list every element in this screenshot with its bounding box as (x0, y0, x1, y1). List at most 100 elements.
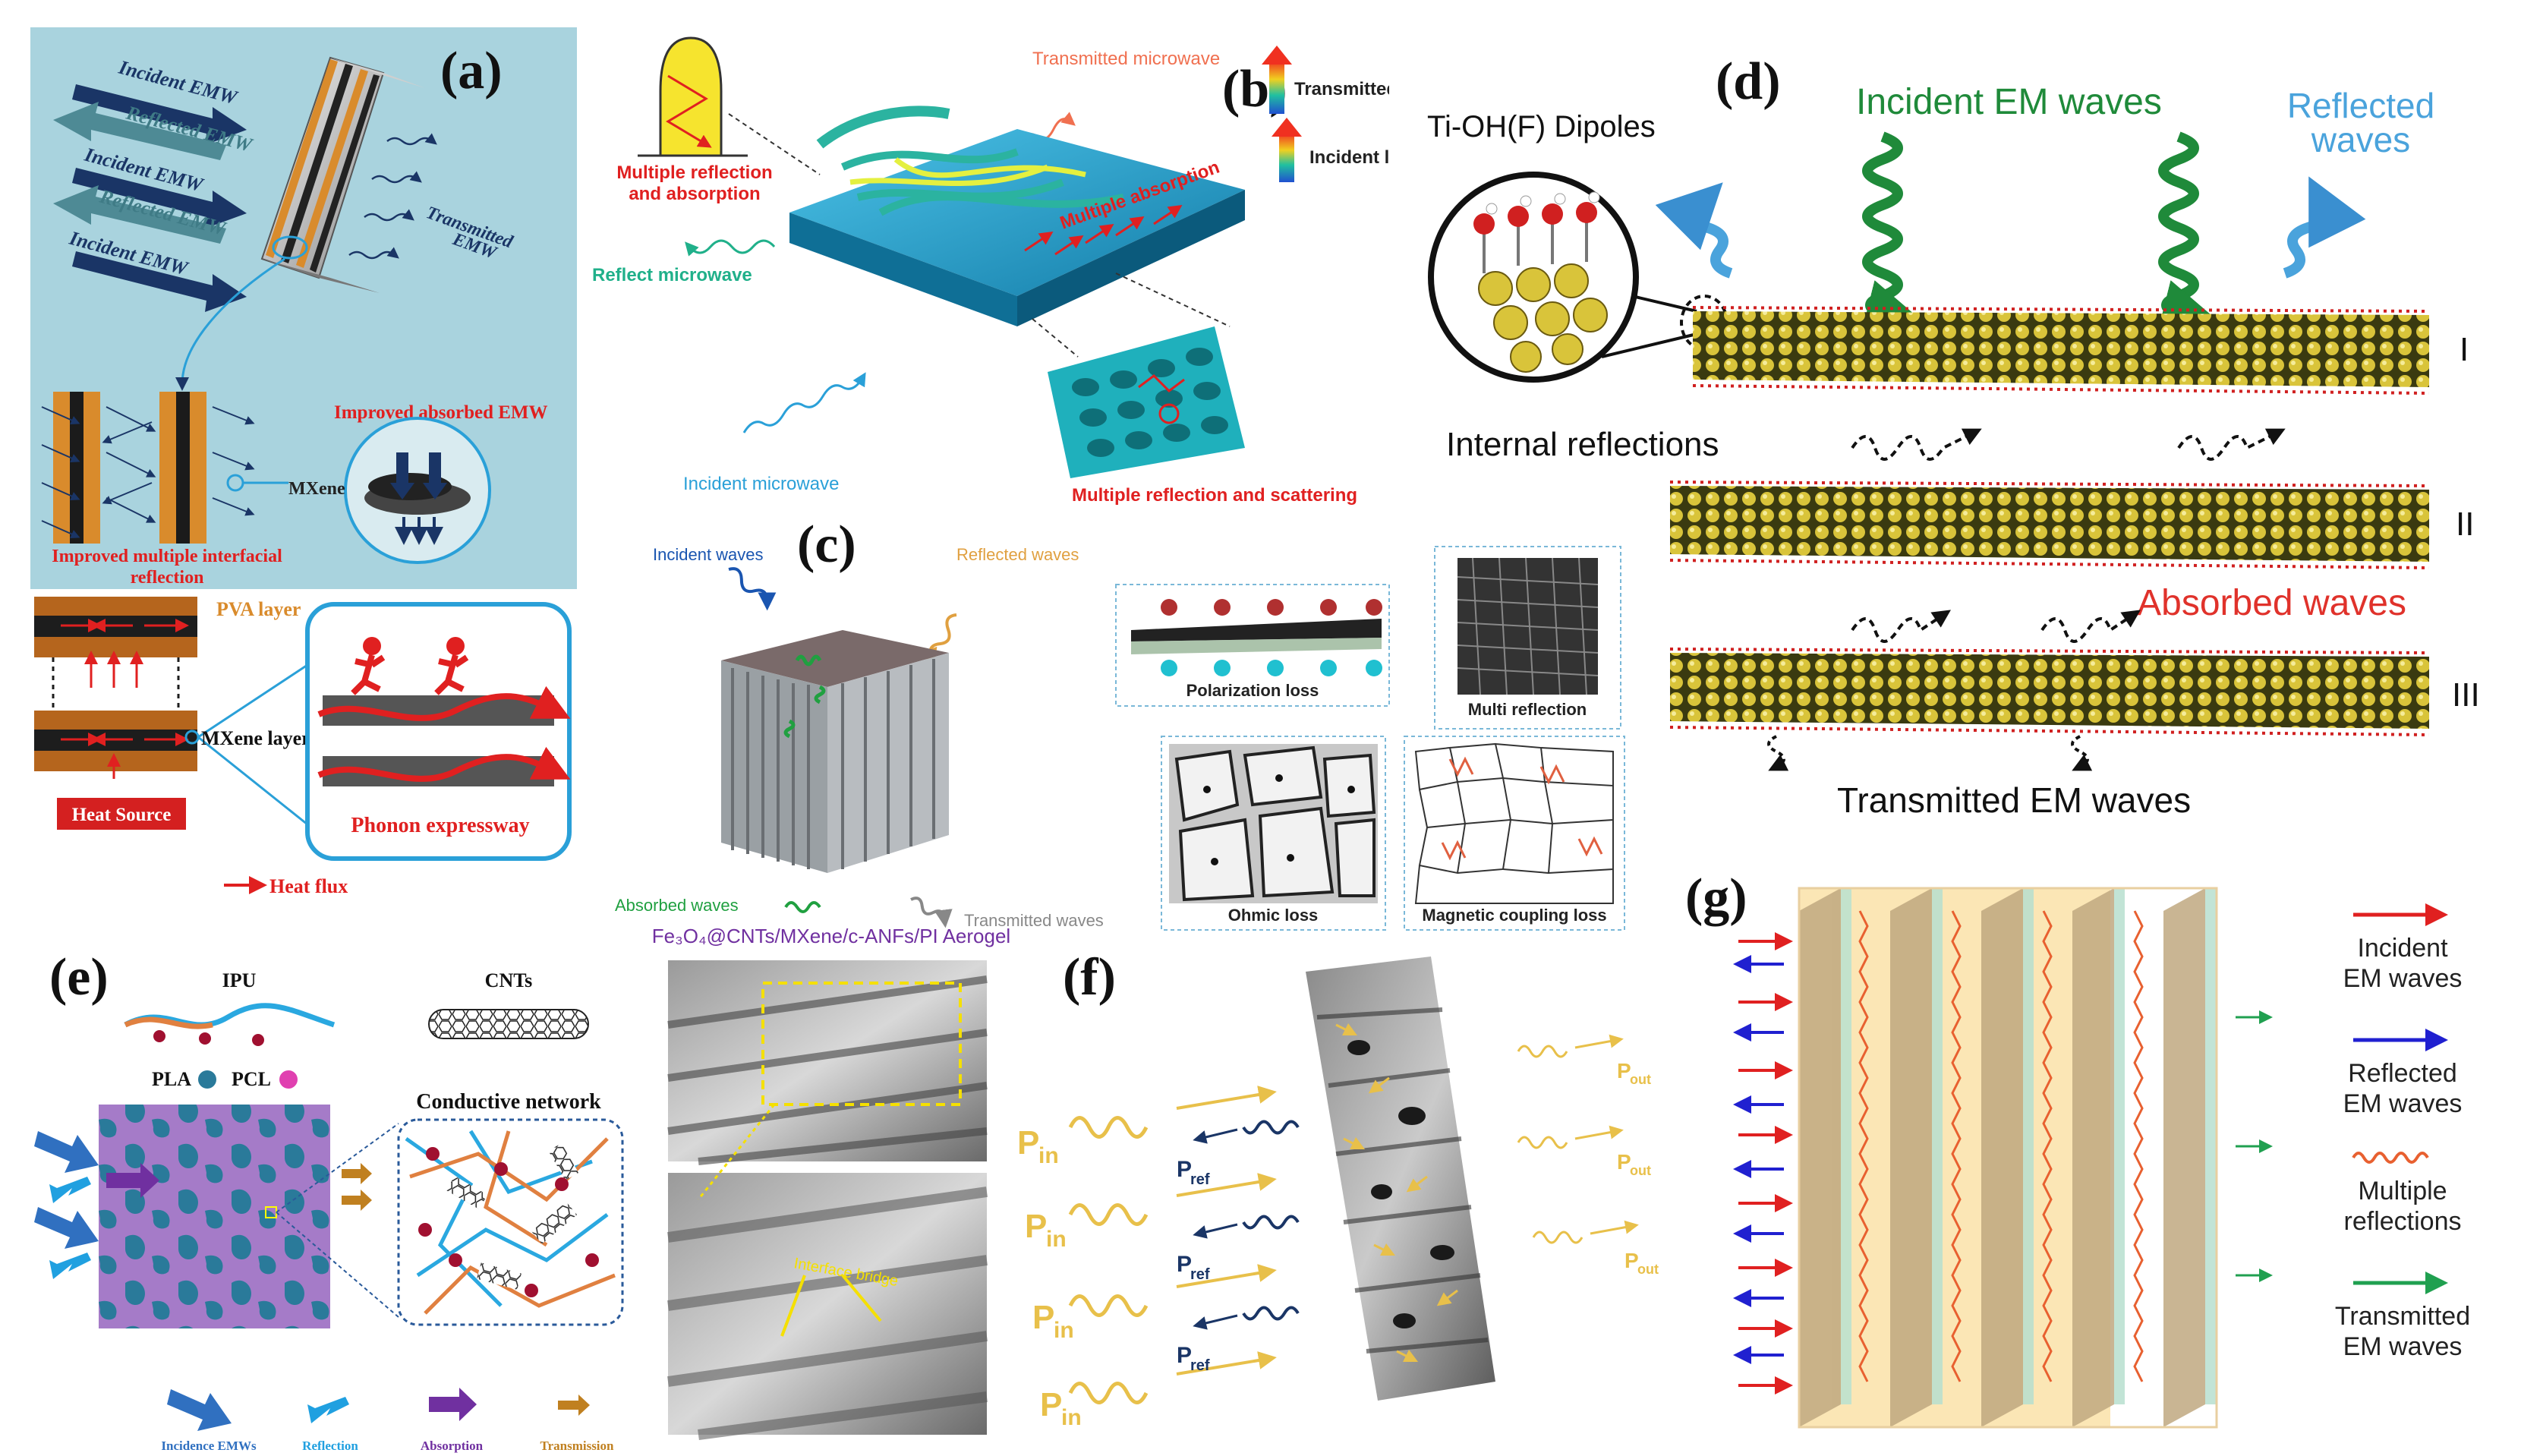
p-ref-3: P (1177, 1343, 1192, 1368)
incoming-power-waves (1068, 1086, 1277, 1404)
blend-morphology (99, 1105, 330, 1328)
sem-images (667, 960, 988, 1440)
panel-b-figure: (b) Multiple reflection and absorption T… (592, 36, 1389, 506)
multiple-scattering-label: Multiple reflection and scattering (1072, 485, 1357, 506)
thermal-layers (34, 597, 308, 830)
polarization-box (1115, 584, 1390, 707)
p-out-2-sub: out (1630, 1163, 1651, 1178)
panel-c: (c) Incident waves Reflected waves Absor… (592, 516, 1655, 941)
legend-multiple-2: reflections (2344, 1207, 2462, 1236)
pcl-label: PCL (232, 1068, 271, 1090)
panel-g-figure: (g) (1685, 868, 2470, 1429)
incident-waves-label: Incident waves (653, 545, 764, 564)
heat-flux-label: Heat flux (269, 875, 348, 897)
legend-transmitted-1: Transmitted (2335, 1302, 2470, 1331)
legend-transmission: Transmission (540, 1439, 615, 1453)
dipoles-label: Ti-OH(F) Dipoles (1427, 110, 1656, 143)
multiple-reflection-zigzags (1858, 910, 2144, 1382)
p-in-1: P (1017, 1124, 1039, 1161)
reflect-microwave-wave (685, 239, 776, 257)
p-in-2: P (1025, 1208, 1047, 1245)
legend-reflected-2: EM waves (2343, 1089, 2463, 1118)
transmitted-light-bar (1269, 61, 1284, 114)
panel-g: (g) (1685, 843, 2513, 1442)
incident-wave-2 (2155, 131, 2225, 342)
p-in-2-sub: in (1046, 1227, 1067, 1252)
mxene-layer-label: MXene layer (201, 727, 310, 749)
p-in-1-sub: in (1038, 1143, 1059, 1168)
pla-label: PLA (152, 1068, 191, 1090)
p-ref-1-sub: ref (1190, 1171, 1210, 1188)
aerogel-cube (721, 630, 949, 873)
transmitted-microwave-label: Transmitted microwave (1032, 49, 1220, 69)
p-out-2: P (1617, 1150, 1631, 1174)
absorbed-waves-label: Absorbed waves (615, 896, 739, 915)
panel-b: (b) Multiple reflection and absorption T… (592, 23, 1389, 516)
mxene-zoom (344, 417, 491, 564)
zoom-curve (175, 257, 285, 391)
p-out-1-sub: out (1630, 1072, 1651, 1087)
mxene-layer-1 (1692, 306, 2430, 395)
transmitted-em-waves-label: Transmitted EM waves (1837, 780, 2191, 820)
p-out-3: P (1624, 1249, 1639, 1272)
improved-absorbed-label: Improved absorbed EMW (334, 402, 548, 423)
layer-label-2: II (2456, 506, 2474, 543)
multiple-reflection-label: Multiple reflection (616, 162, 772, 183)
legend-absorption: Absorption (421, 1439, 484, 1453)
incident-wave-1 (1859, 131, 1929, 342)
legend-incident-2: EM waves (2343, 964, 2463, 993)
pcl-dot (279, 1070, 298, 1089)
layered-slab (260, 56, 425, 293)
ohmic-box (1161, 736, 1386, 931)
ohmic-loss-label: Ohmic loss (1228, 906, 1319, 925)
sem-strip (1306, 956, 1495, 1401)
ipu-chain (124, 1003, 336, 1028)
cnts-label: CNTs (485, 969, 533, 991)
multi-reflection-box (1434, 546, 1621, 730)
panel-f-label: (f) (1063, 948, 1116, 1007)
incident-light-label: Incident light (1309, 147, 1389, 168)
blue-slab (789, 106, 1245, 326)
pla-dot (198, 1070, 216, 1089)
reflected-waves-label-d: Reflected (2287, 86, 2434, 125)
p-out-1: P (1617, 1059, 1631, 1083)
mxene-layer-3 (1669, 648, 2430, 736)
magnetic-loss-label: Magnetic coupling loss (1422, 906, 1606, 925)
legend-transmitted-2: EM waves (2343, 1332, 2463, 1361)
pva-layer-label: PVA layer (216, 598, 301, 620)
legend-incident-1: Incident (2357, 934, 2448, 963)
legend-reflection: Reflection (302, 1439, 358, 1453)
honeycomb-inset (1032, 273, 1245, 478)
p-ref-3-sub: ref (1190, 1357, 1210, 1374)
panel-a-label: (a) (440, 42, 503, 100)
panel-c-figure: (c) Incident waves Reflected waves Absor… (615, 516, 1625, 931)
phonon-expressway-label: Phonon expressway (351, 814, 529, 837)
panel-d-figure: (d) Ti-OH(F) Dipoles Incident EM waves R… (1427, 52, 2480, 820)
p-ref-2-sub: ref (1190, 1266, 1210, 1283)
panel-d: (d) Ti-OH(F) Dipoles Incident EM waves R… (1412, 23, 2505, 843)
multiple-reflection-label-2: and absorption (629, 184, 760, 204)
p-ref-1: P (1177, 1157, 1192, 1182)
mxene-label: MXene (288, 479, 345, 499)
zoom-circle (272, 235, 308, 260)
reflected-wave-2 (2283, 176, 2366, 279)
conductive-network (397, 1118, 624, 1326)
incident-reflected-arrows (53, 84, 247, 312)
left-incident-reflected-arrows (1733, 932, 2273, 1395)
p-ref-2: P (1177, 1252, 1192, 1277)
panel-e-label: (e) (49, 948, 109, 1007)
cnt-tube (428, 1009, 589, 1039)
transmitted-squiggles (348, 133, 437, 260)
layer-label-3: III (2452, 676, 2480, 714)
legend-incidence: Incidence EMWs (161, 1439, 257, 1453)
incident-em-waves-label: Incident EM waves (1856, 82, 2162, 122)
panel-g-label: (g) (1685, 868, 1747, 927)
reflected-wave-1 (1655, 182, 1733, 279)
ipu-label: IPU (222, 969, 257, 991)
phonon-box (305, 602, 572, 861)
legend-arrows-e (167, 1388, 590, 1431)
multi-reflection-label: Multi reflection (1468, 700, 1587, 719)
absorbed-waves-label-d: Absorbed waves (2137, 583, 2406, 623)
panel-a: (a) Incident EMW Reflected EMW Incident … (30, 27, 577, 908)
interfacial-structure (41, 392, 288, 544)
